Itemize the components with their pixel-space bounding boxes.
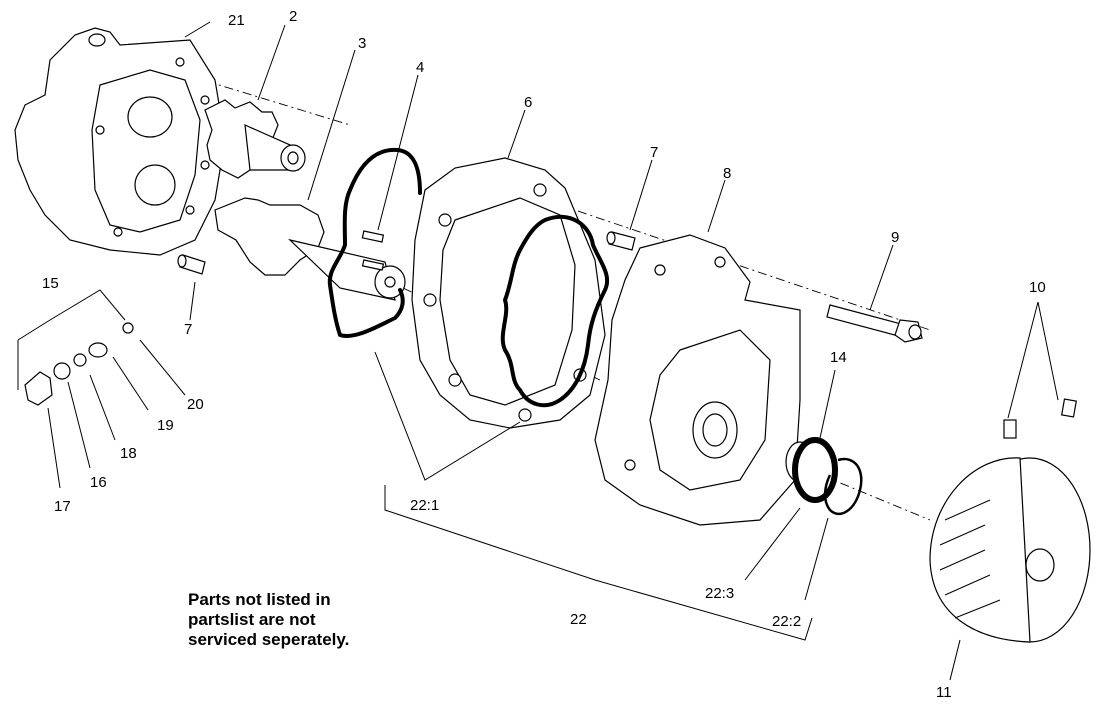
callout-7a: 7 — [650, 144, 658, 161]
set-screw-part-10-left — [1003, 419, 1017, 439]
leader-lines — [47, 21, 1059, 681]
callout-8: 8 — [723, 165, 731, 182]
circlip-part-22-2 — [823, 457, 863, 516]
callout-11: 11 — [936, 684, 952, 701]
callout-16: 16 — [90, 474, 107, 491]
callout-9: 9 — [891, 229, 899, 246]
callout-22: 22 — [570, 611, 587, 628]
dowel-pin-part-7-upper — [606, 231, 636, 251]
callout-3: 3 — [358, 35, 366, 52]
shaft-seal-part-14 — [785, 437, 838, 503]
callout-10: 10 — [1029, 279, 1046, 296]
seal-ring-part-22-1-right — [500, 214, 610, 408]
driven-gear-part-3 — [214, 197, 406, 301]
callout-21: 21 — [228, 12, 245, 29]
pulley-part-11 — [929, 457, 1091, 643]
rear-housing-part-21 — [14, 27, 226, 256]
service-note-line-2: partslist are not — [188, 610, 316, 629]
relief-valve-parts-group-15 — [17, 289, 134, 406]
service-note-line-1: Parts not listed in — [188, 590, 331, 609]
service-note-line-3: serviced seperately. — [188, 630, 350, 649]
seal-ring-part-22-1-left — [327, 147, 422, 338]
callout-2: 2 — [289, 8, 297, 25]
callout-20: 20 — [187, 396, 204, 413]
callout-19: 19 — [157, 417, 174, 434]
callout-14: 14 — [830, 349, 847, 366]
callout-15: 15 — [42, 275, 59, 292]
bolt-part-9 — [826, 304, 923, 343]
set-screw-part-10-right — [1061, 398, 1077, 418]
callout-22-3: 22:3 — [705, 585, 734, 602]
callout-22-1: 22:1 — [410, 497, 439, 514]
callout-labels: 21 2 3 4 6 7 8 9 10 14 15 7 20 19 18 16 … — [42, 8, 1046, 701]
dowel-pin-part-7-lower — [177, 254, 206, 275]
callout-18: 18 — [120, 445, 137, 462]
callout-22-2: 22:2 — [772, 613, 801, 630]
drive-gear-part-2 — [204, 99, 306, 179]
callout-4: 4 — [416, 59, 424, 76]
callout-6: 6 — [524, 94, 532, 111]
key-part-4 — [361, 230, 385, 243]
callout-7b: 7 — [184, 321, 192, 338]
service-note: Parts not listed in partslist are not se… — [188, 590, 448, 650]
callout-17: 17 — [54, 498, 71, 515]
front-cover-part-8 — [594, 234, 801, 526]
